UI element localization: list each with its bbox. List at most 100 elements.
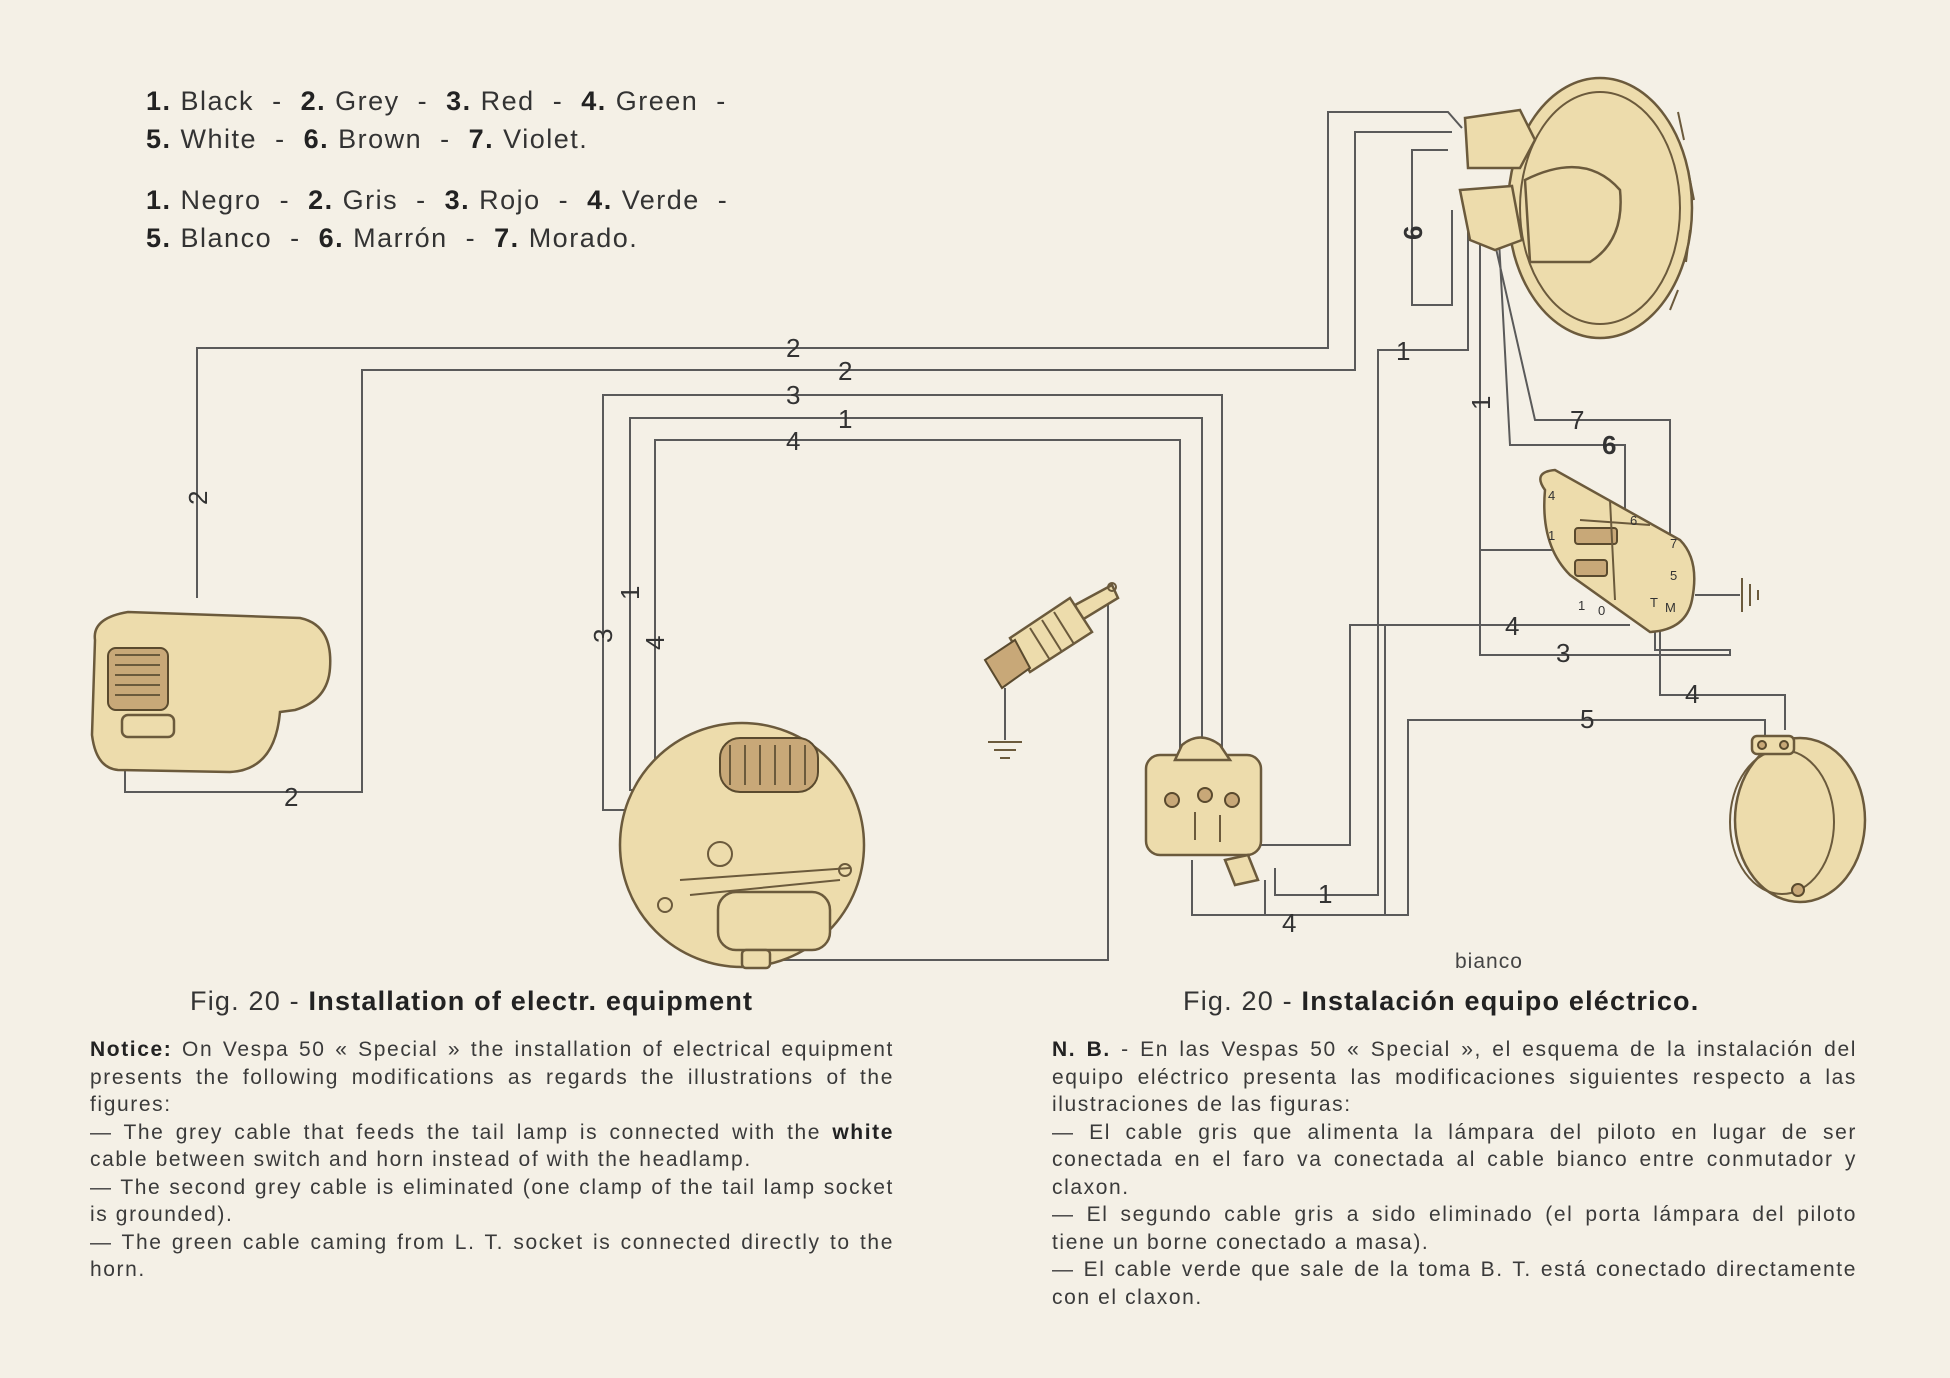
legend-row: 1. Black - 2. Grey - 3. Red - 4. Green - [146,86,745,116]
ground-symbol-spark [988,741,1022,759]
legend-color: Green [606,86,699,116]
notice-english: Notice: On Vespa 50 « Special » the inst… [90,1036,894,1284]
wire-4-bottom [1191,625,1386,916]
notice-paragraph: — El segundo cable gris a sido eliminado… [1052,1203,1857,1254]
wire-labels: 2 2 3 1 4 2 2 3 1 4 6 1 1 7 6 4 3 4 5 1 … [183,226,1699,938]
legend-color: Gris [333,185,399,215]
wire-label: 4 [1685,679,1699,709]
regulator-block [1144,736,1263,887]
caption-prefix: Fig. 20 - [190,986,300,1016]
color-legend-english: 1. Black - 2. Grey - 3. Red - 4. Green -… [146,82,745,158]
notice-paragraph: — The green cable caming from L. T. sock… [90,1230,894,1282]
horn [1729,734,1867,904]
notice-lead: Notice: [90,1038,173,1061]
legend-number: 7. [468,124,495,154]
figure-caption-spanish: Fig. 20 - Instalación equipo eléctrico. [1183,986,1699,1017]
notice-text: cable between switch and horn instead of… [90,1148,752,1171]
legend-color: Morado. [519,223,639,253]
legend-number: 5. [146,223,172,253]
wire-label: 3 [786,380,800,410]
switch-terminal-mark: M [1665,600,1676,615]
switch-terminal-mark: T [1650,595,1658,610]
legend-row: 5. Blanco - 6. Marrón - 7. Morado. [146,223,639,253]
switch-terminal-mark: 5 [1670,568,1677,583]
wire-label: 4 [1282,908,1296,938]
wire-4-switch-to-regulator [1250,624,1630,846]
legend-color: Blanco [171,223,273,253]
legend-color: Negro [171,185,262,215]
wire-label: 2 [786,333,800,363]
legend-color: Red [471,86,535,116]
wire-label: 2 [838,356,852,386]
wire-label: 6 [1602,430,1616,460]
wire-label: 4 [786,426,800,456]
wire-4-horn [1659,630,1786,730]
wire-7-violet [1489,221,1671,580]
wire-6-headlamp [1411,149,1453,306]
legend-color: Black [171,86,255,116]
switch-terminal-mark: 6 [1630,513,1637,528]
wire-label: 1 [615,586,645,600]
legend-color: White [171,124,258,154]
notice-text: — The grey cable that feeds the tail lam… [90,1120,822,1144]
legend-number: 5. [146,124,172,154]
ground-symbol-switch [1741,578,1759,612]
legend-color: Verde [612,185,700,215]
wire-6-brown [1497,221,1626,540]
legend-number: 3. [446,86,472,116]
figure-caption-english: Fig. 20 - Installation of electr. equipm… [190,986,753,1017]
wire-label: 1 [838,404,852,434]
legend-number: 4. [587,185,613,215]
notice-paragraph: Notice: On Vespa 50 « Special » the inst… [90,1036,894,1119]
wire-2-tail-to-headlamp [196,111,1463,598]
wire-label: 1 [1466,396,1496,410]
notice-paragraph: — El cable verde que sale de la toma B. … [1052,1258,1857,1309]
notice-text: On Vespa 50 « Special » the installation… [90,1038,894,1116]
switch-terminal-mark: 1 [1548,528,1555,543]
legend-number: 4. [581,86,607,116]
legend-number: 2. [308,185,334,215]
wire-3-switch [1479,525,1731,656]
legend-color: Violet. [494,124,589,154]
legend-color: Marrón [344,223,448,253]
legend-number: 1. [146,86,172,116]
color-legend-spanish: 1. Negro - 2. Gris - 3. Rojo - 4. Verde … [146,181,746,257]
switch-terminal-mark: 4 [1548,488,1555,503]
wire-label: 3 [588,629,618,643]
wire-label: 6 [1398,226,1428,240]
legend-number: 2. [300,86,327,116]
wire-5-white [1264,719,1766,916]
legend-number: 7. [494,223,520,253]
wire-label: 5 [1580,704,1594,734]
wire-1-headlamp [1274,215,1469,896]
legend-number: 3. [444,185,471,215]
notice-lead: N. B. [1052,1038,1111,1061]
legend-number: 1. [146,185,172,215]
switch-terminal-mark: 1 [1578,598,1585,613]
legend-row: 1. Negro - 2. Gris - 3. Rojo - 4. Verde … [146,185,747,215]
switch-terminal-mark: 0 [1598,603,1605,618]
legend-row: 5. White - 6. Brown - 7. Violet. [146,124,589,154]
caption-title: Instalación equipo eléctrico. [1301,986,1700,1016]
wire-3-red [602,394,1223,815]
light-switch [1539,468,1696,634]
wire-label: 1 [1318,879,1332,909]
wire-label: 7 [1570,405,1584,435]
notice-emphasis: white [832,1120,895,1144]
tail-lamp [90,610,332,774]
wire-label: 4 [1505,611,1519,641]
legend-color: Brown [329,124,423,154]
notice-paragraph: N. B. - En las Vespas 50 « Special », el… [1052,1036,1857,1119]
notice-paragraph: — The grey cable that feeds the tail lam… [90,1119,894,1174]
legend-number: 6. [318,223,345,253]
notice-paragraph: — The second grey cable is eliminated (o… [90,1175,894,1227]
legend-color: Rojo [470,185,541,215]
headlamp [1458,76,1695,340]
wire-2-tail-bottom [124,131,1452,793]
notice-spanish: N. B. - En las Vespas 50 « Special », el… [1052,1036,1857,1311]
wire-label: 1 [1396,336,1410,366]
wire-label: 2 [284,782,298,812]
flywheel-magneto [618,721,866,970]
